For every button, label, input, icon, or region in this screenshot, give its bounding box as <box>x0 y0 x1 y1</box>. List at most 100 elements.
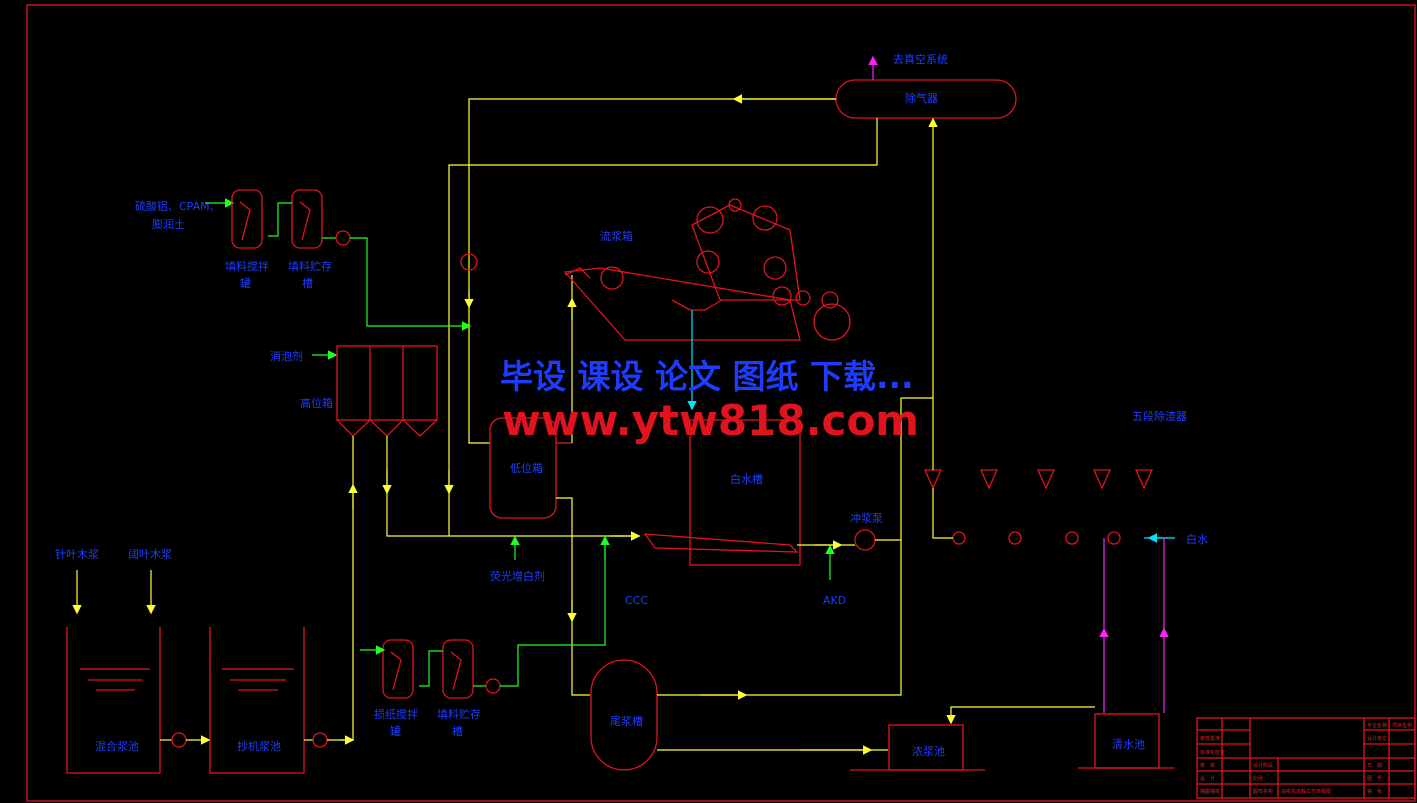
mixing-pump <box>171 732 187 748</box>
machine-chest <box>209 627 305 774</box>
deaerator-bottom-line <box>448 118 878 536</box>
machine-chest-label: 抄机浆池 <box>237 739 281 753</box>
tb-right-h2: 项目名称 <box>1392 722 1412 729</box>
cleaner-pump <box>1107 531 1121 545</box>
broke-store-tank <box>442 639 474 699</box>
broke-pump <box>485 678 501 694</box>
white-water-tank-label: 白水槽 <box>730 472 763 486</box>
wire-pit <box>643 533 799 553</box>
broke-mix-label-2: 罐 <box>390 725 401 738</box>
agitator-3 <box>390 651 402 691</box>
coating-mix-label: 填料搅拌 <box>225 259 269 273</box>
tail-tank-label: 尾浆槽 <box>610 714 643 728</box>
coating-pump <box>335 230 351 246</box>
additives-label-2: 膨润土 <box>152 217 185 231</box>
tb-right-h1: 专业名称 <box>1367 722 1387 729</box>
broke-feed-main <box>500 536 606 687</box>
akd-label: AKD <box>823 594 846 607</box>
cpam-label: CCC <box>625 594 648 607</box>
tb-right-3: 图 号 <box>1367 776 1382 782</box>
cleaner-cone <box>923 469 943 490</box>
roll <box>772 286 792 306</box>
title-block: 审核批准 标准化检查 校 核 设 计 描图描校 设计阶段 比例 图样名称 造纸机… <box>1196 717 1416 799</box>
pulp-pool-label: 浓浆池 <box>912 744 945 758</box>
cleaner-pump <box>1008 531 1022 545</box>
tb-drawing-title: 造纸机流程工艺流程图 <box>1281 788 1331 795</box>
cleaner-pump <box>952 531 966 545</box>
coating-store-tank <box>291 189 323 249</box>
roll <box>728 198 742 212</box>
hardwood-label: 阔叶木浆 <box>128 547 172 561</box>
roll <box>752 205 778 231</box>
tb-mid-1: 设计阶段 <box>1253 762 1273 769</box>
roll <box>763 256 787 280</box>
tail-tank <box>590 659 658 771</box>
dye-label: 消泡剂 <box>270 349 303 363</box>
tail-tank-out-line <box>657 540 902 696</box>
white-water-label: 白水 <box>1186 532 1208 546</box>
tb-right-1: 设计单位 <box>1367 735 1387 742</box>
low-tank-label: 低位箱 <box>510 461 543 475</box>
pump-upper-left <box>460 253 478 271</box>
cleaner-pump <box>1065 531 1079 545</box>
fan-pump <box>854 529 876 551</box>
headbox-label: 流浆箱 <box>600 229 633 243</box>
main-pulp-line <box>386 436 640 537</box>
broke-store-label: 填料贮存 <box>437 707 481 721</box>
agitator-1 <box>239 201 251 241</box>
brightener-label: 荧光增白剂 <box>490 569 545 583</box>
roll <box>795 290 811 306</box>
cleaner-bank <box>923 398 1168 545</box>
low-tank <box>489 417 557 519</box>
roll <box>813 303 851 341</box>
roll <box>600 266 624 290</box>
pool-transfer-line <box>946 706 1095 725</box>
white-water-tank <box>689 419 801 566</box>
save-all <box>671 299 723 311</box>
tb-mid-3: 图样名称 <box>1253 788 1273 795</box>
coating-store-label-2: 槽 <box>302 277 313 290</box>
watermark-line-1: 毕设 课设 论文 图纸 下载... <box>500 357 914 396</box>
roll <box>821 291 839 309</box>
mixing-chest <box>66 627 161 774</box>
deaerator-label: 除气器 <box>905 91 938 105</box>
clear-water-pool-label: 清水池 <box>1112 738 1145 751</box>
roll <box>696 206 724 234</box>
low-tank-drain-line <box>556 497 590 696</box>
press-section <box>691 204 801 301</box>
machine-pump <box>312 732 328 748</box>
cleaner-cone <box>1036 469 1056 490</box>
headbox <box>564 267 591 279</box>
tb-left-2: 标准化检查 <box>1200 749 1225 756</box>
tb-right-4: 第 张 <box>1367 788 1382 795</box>
cleaner-cone <box>979 469 999 490</box>
high-tank <box>336 345 438 421</box>
cleaner-cone <box>1134 469 1154 490</box>
cleaners-label: 五段除渣器 <box>1132 409 1187 423</box>
high-tank-return <box>340 436 354 741</box>
roll <box>696 250 720 274</box>
cleaner-cone <box>1092 469 1112 490</box>
vacuum-system-label: 去真空系统 <box>893 52 948 66</box>
coating-store-label: 填料贮存 <box>288 259 332 273</box>
broke-mix-tank <box>382 639 414 699</box>
to-cleaners-line <box>875 397 933 541</box>
coating-feed-line <box>350 237 472 331</box>
additives-label: 硫酸铝、CPAM、 <box>135 199 221 213</box>
mixing-chest-label: 混合浆池 <box>95 739 139 753</box>
tb-left-1: 审核批准 <box>1200 735 1220 742</box>
fan-pump-label: 冲浆泵 <box>850 511 883 525</box>
cleaner-reject-lines <box>932 488 953 539</box>
watermark-url: www.ytw818.com <box>502 396 919 445</box>
high-tank-hoppers <box>336 419 438 437</box>
softwood-label: 针叶木浆 <box>55 547 99 561</box>
coating-mix-label-2: 罐 <box>240 277 251 290</box>
tb-left-3: 校 核 <box>1200 762 1215 769</box>
tb-left-4: 设 计 <box>1200 775 1215 782</box>
tb-mid-2: 比例 <box>1253 775 1263 782</box>
broke-mix-label: 损纸搅拌 <box>374 707 418 721</box>
drawing-border <box>26 4 1416 802</box>
coating-mix-tank <box>231 189 263 249</box>
